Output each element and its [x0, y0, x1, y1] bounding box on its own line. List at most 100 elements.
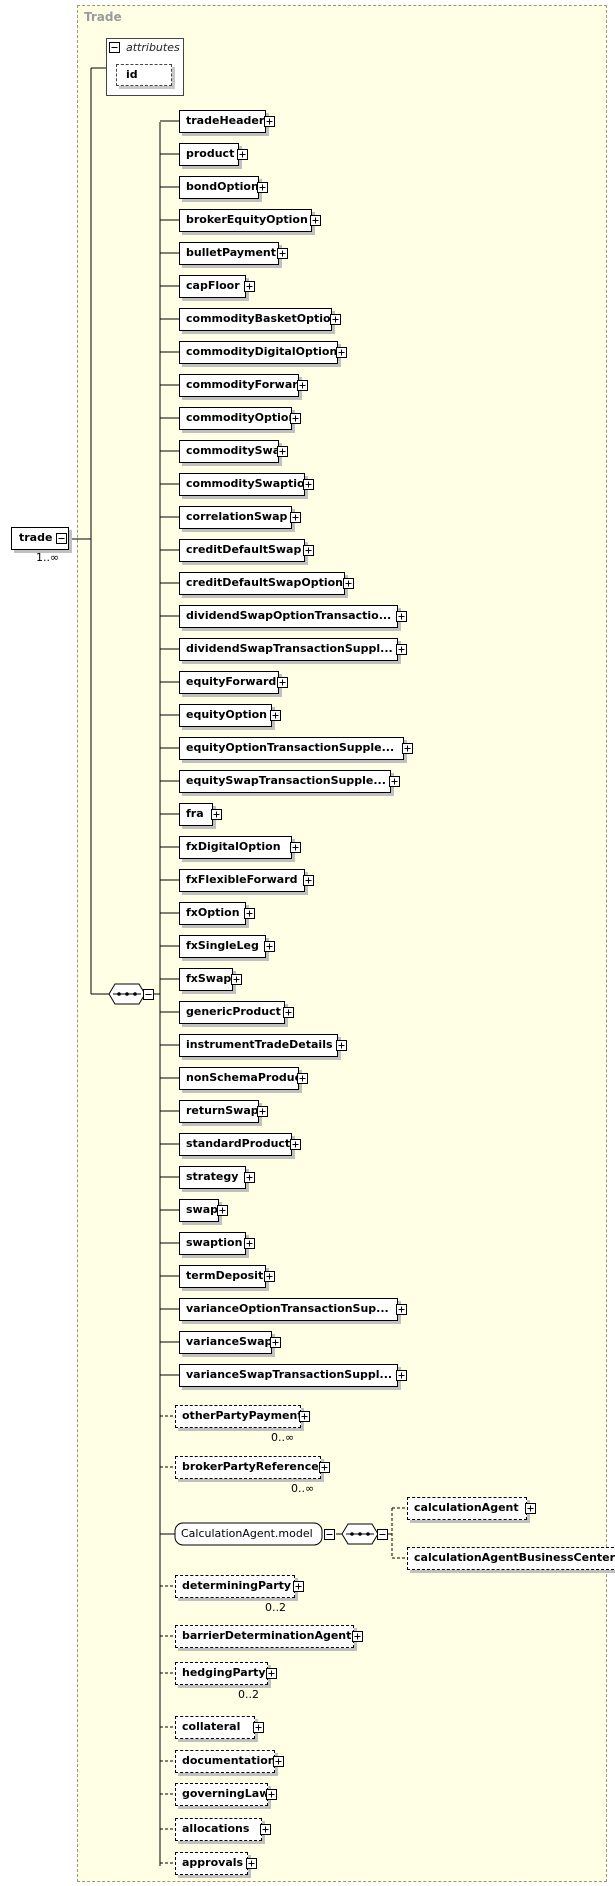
expand-icon[interactable] [343, 578, 354, 589]
expand-icon[interactable] [297, 380, 308, 391]
collapse-icon[interactable] [143, 989, 154, 1000]
choice-element-label: commodityForward [186, 378, 306, 391]
choice-element-label: dividendSwapTransactionSuppl... [186, 642, 393, 655]
expand-icon[interactable] [297, 1073, 308, 1084]
cardinality-label: 0..2 [265, 1601, 286, 1614]
expand-icon[interactable] [336, 1040, 347, 1051]
expand-icon[interactable] [277, 248, 288, 259]
expand-icon[interactable] [264, 941, 275, 952]
choice-element-label: instrumentTradeDetails [186, 1038, 333, 1051]
expand-icon[interactable] [290, 842, 301, 853]
expand-icon[interactable] [244, 1172, 255, 1183]
expand-icon[interactable] [389, 776, 400, 787]
expand-icon[interactable] [264, 1271, 275, 1282]
expand-icon[interactable] [246, 1858, 257, 1869]
sequence-element-label: hedgingParty [182, 1666, 266, 1679]
expand-icon[interactable] [303, 479, 314, 490]
cardinality-label: 0..∞ [291, 1482, 315, 1495]
expand-icon[interactable] [336, 347, 347, 358]
expand-icon[interactable] [402, 743, 413, 754]
expand-icon[interactable] [293, 1581, 304, 1592]
expand-icon[interactable] [319, 1462, 330, 1473]
calc-agent-element[interactable] [407, 1547, 615, 1570]
expand-icon[interactable] [352, 1631, 363, 1642]
expand-icon[interactable] [244, 281, 255, 292]
collapse-icon[interactable] [109, 42, 120, 53]
choice-element-label: creditDefaultSwap [186, 543, 302, 556]
expand-icon[interactable] [244, 908, 255, 919]
choice-element-label: brokerEquityOption [186, 213, 308, 226]
expand-icon[interactable] [253, 1722, 264, 1733]
expand-icon[interactable] [237, 149, 248, 160]
cardinality-label: 0..∞ [271, 1431, 295, 1444]
choice-element-label: commodityOption [186, 411, 297, 424]
collapse-icon[interactable] [56, 533, 67, 544]
choice-element-label: capFloor [186, 279, 240, 292]
sequence-element-label: barrierDeterminationAgent [182, 1629, 352, 1642]
expand-icon[interactable] [273, 1756, 284, 1767]
choice-element-label: varianceOptionTransactionSup... [186, 1302, 389, 1315]
choice-element-label: equityForward [186, 675, 277, 688]
choice-element-label: fxSwap [186, 972, 232, 985]
expand-icon[interactable] [283, 1007, 294, 1018]
expand-icon[interactable] [257, 182, 268, 193]
expand-icon[interactable] [277, 677, 288, 688]
expand-icon[interactable] [211, 809, 222, 820]
expand-icon[interactable] [303, 875, 314, 886]
expand-icon[interactable] [290, 512, 301, 523]
choice-element-label: correlationSwap [186, 510, 288, 523]
choice-element-label: swap [186, 1203, 219, 1216]
attribute-id-label: id [126, 68, 138, 81]
collapse-icon[interactable] [324, 1529, 335, 1540]
expand-icon[interactable] [290, 413, 301, 424]
root-element-trade[interactable] [11, 527, 69, 550]
expand-icon[interactable] [310, 215, 321, 226]
sequence-element-label: otherPartyPayment [182, 1409, 303, 1422]
expand-icon[interactable] [260, 1824, 271, 1835]
sequence-element-label: documentation [182, 1754, 276, 1767]
choice-element-label: termDeposit [186, 1269, 264, 1282]
expand-icon[interactable] [396, 611, 407, 622]
root-element-label: trade [19, 531, 53, 544]
choice-element-label: swaption [186, 1236, 243, 1249]
group-title: Trade [84, 10, 122, 24]
cardinality-label: 0..2 [238, 1688, 259, 1701]
collapse-icon[interactable] [377, 1529, 388, 1540]
expand-icon[interactable] [330, 314, 341, 325]
expand-icon[interactable] [277, 446, 288, 457]
choice-element-label: tradeHeader [186, 114, 265, 127]
expand-icon[interactable] [257, 1106, 268, 1117]
expand-icon[interactable] [525, 1503, 536, 1514]
choice-element-label: varianceSwap [186, 1335, 273, 1348]
expand-icon[interactable] [266, 1789, 277, 1800]
sequence-compositor [341, 1523, 379, 1545]
expand-icon[interactable] [244, 1238, 255, 1249]
calc-agent-element-label: calculationAgentBusinessCenter [414, 1551, 615, 1564]
expand-icon[interactable] [264, 116, 275, 127]
expand-icon[interactable] [396, 1304, 407, 1315]
expand-icon[interactable] [266, 1668, 277, 1679]
choice-element-label: equitySwapTransactionSupple... [186, 774, 386, 787]
expand-icon[interactable] [217, 1205, 228, 1216]
choice-element-label: fxFlexibleForward [186, 873, 298, 886]
choice-element-label: genericProduct [186, 1005, 281, 1018]
choice-element-label: dividendSwapOptionTransactio... [186, 609, 392, 622]
choice-element-label: returnSwap [186, 1104, 259, 1117]
expand-icon[interactable] [396, 644, 407, 655]
expand-icon[interactable] [299, 1411, 310, 1422]
expand-icon[interactable] [270, 710, 281, 721]
expand-icon[interactable] [231, 974, 242, 985]
choice-element-label: equityOption [186, 708, 268, 721]
choice-element-label: product [186, 147, 235, 160]
choice-element-label: bondOption [186, 180, 259, 193]
expand-icon[interactable] [396, 1370, 407, 1381]
sequence-element-label: approvals [182, 1856, 244, 1869]
attribute-id-box[interactable] [116, 64, 172, 86]
expand-icon[interactable] [290, 1139, 301, 1150]
expand-icon[interactable] [303, 545, 314, 556]
choice-element-label: fxSingleLeg [186, 939, 259, 952]
expand-icon[interactable] [270, 1337, 281, 1348]
cardinality-label: 1..∞ [36, 551, 60, 564]
